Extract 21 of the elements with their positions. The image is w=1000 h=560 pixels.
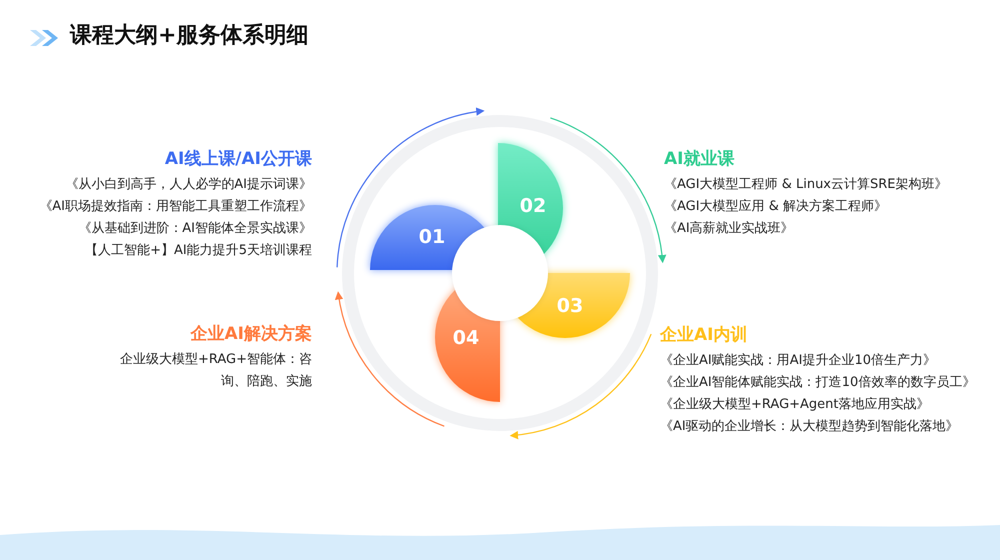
- course-item: 《从基础到进阶：AI智能体全景实战课》: [78, 220, 312, 238]
- course-item: 【人工智能+】AI能力提升5天培训课程: [85, 242, 312, 260]
- course-item: 《从小白到高手，人人必学的AI提示词课》: [65, 176, 312, 194]
- course-item: 《企业AI赋能实战：用AI提升企业10倍生产力》: [660, 352, 936, 370]
- step-number: 04: [452, 327, 480, 349]
- section-heading: 企业AI内训: [660, 324, 748, 346]
- section-heading: 企业AI解决方案: [190, 323, 312, 345]
- course-item: 《AGI大模型应用 & 解决方案工程师》: [664, 198, 887, 216]
- course-item: 《AI驱动的企业增长：从大模型趋势到智能化落地》: [660, 418, 959, 436]
- course-item: 《企业级大模型+RAG+Agent落地应用实战》: [660, 396, 930, 414]
- course-item: 《AI高薪就业实战班》: [664, 220, 794, 238]
- section-heading: AI线上课/AI公开课: [164, 148, 312, 170]
- course-item: 《AI职场提效指南：用智能工具重塑工作流程》: [39, 198, 312, 216]
- course-item: 企业级大模型+RAG+智能体：咨询、陪跑、实施: [118, 351, 312, 391]
- section-heading: AI就业课: [664, 148, 734, 170]
- course-item: 《企业AI智能体赋能实战：打造10倍效率的数字员工》: [660, 374, 976, 392]
- step-number: 03: [556, 295, 584, 317]
- course-item: 《AGI大模型工程师 & Linux云计算SRE架构班》: [664, 176, 948, 194]
- title: 课程大纲+服务体系明细: [70, 22, 308, 50]
- step-number: 01: [418, 226, 446, 248]
- step-number: 02: [520, 195, 546, 217]
